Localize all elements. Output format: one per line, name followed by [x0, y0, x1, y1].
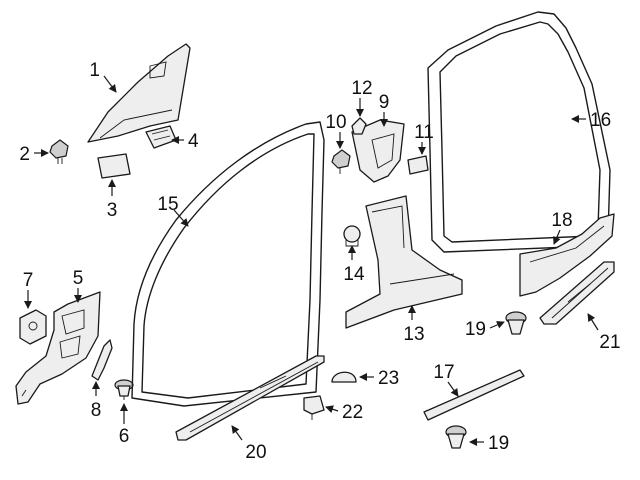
callout-11: 11 — [414, 122, 434, 143]
part-15-front-door-seal — [131, 121, 325, 407]
part-7-bracket — [19, 309, 47, 345]
callout-3: 3 — [107, 200, 118, 221]
part-23-dome-plug — [331, 371, 357, 383]
callout-17: 17 — [433, 362, 454, 383]
callout-2: 2 — [19, 144, 30, 165]
part-1-pillar-trim — [87, 43, 191, 143]
callout-14: 14 — [343, 264, 365, 285]
callout-22: 22 — [342, 402, 363, 423]
part-3-pad — [97, 153, 131, 179]
part-19-clip-upper — [505, 311, 527, 335]
callout-9: 9 — [379, 92, 390, 113]
part-11-pad — [407, 155, 429, 175]
callout-20: 20 — [245, 442, 266, 463]
part-13-lower-trim — [345, 195, 463, 329]
callout-21: 21 — [599, 332, 620, 353]
callout-7: 7 — [23, 270, 34, 291]
callout-10: 10 — [325, 112, 346, 133]
part-10-clip — [331, 149, 351, 174]
callout-19-lower: 19 — [488, 433, 509, 454]
callout-23: 23 — [378, 368, 399, 389]
callout-1: 1 — [89, 60, 100, 81]
part-12-small-clip — [351, 117, 367, 135]
part-22-fastener — [303, 395, 325, 420]
part-18-rear-sill-trim — [519, 213, 615, 297]
part-8-strip — [91, 339, 113, 381]
callout-18: 18 — [551, 210, 572, 231]
callout-5: 5 — [73, 268, 84, 289]
callouts: 1 2 3 4 5 6 7 8 9 10 11 12 13 14 15 16 1… — [19, 60, 620, 463]
part-4-bracket — [145, 125, 177, 149]
part-2-clip — [49, 139, 69, 164]
part-16-rear-door-seal — [427, 11, 611, 253]
part-17-sill-strip — [423, 369, 525, 421]
part-21-rear-sill-plate — [539, 261, 615, 325]
callout-12: 12 — [351, 78, 372, 99]
part-14-retainer — [343, 225, 361, 247]
part-6-push-pin — [114, 379, 134, 400]
callout-16: 16 — [590, 110, 611, 131]
callout-19-upper: 19 — [465, 319, 486, 340]
callout-15: 15 — [157, 194, 178, 215]
callout-6: 6 — [119, 426, 130, 447]
callout-4: 4 — [188, 131, 199, 152]
part-5-lower-pillar-trim — [15, 291, 101, 405]
callout-8: 8 — [91, 400, 102, 421]
callout-13: 13 — [403, 324, 424, 345]
part-20-front-sill-plate — [175, 355, 325, 441]
part-19-clip-lower — [445, 425, 467, 449]
leader-lines — [24, 75, 599, 446]
